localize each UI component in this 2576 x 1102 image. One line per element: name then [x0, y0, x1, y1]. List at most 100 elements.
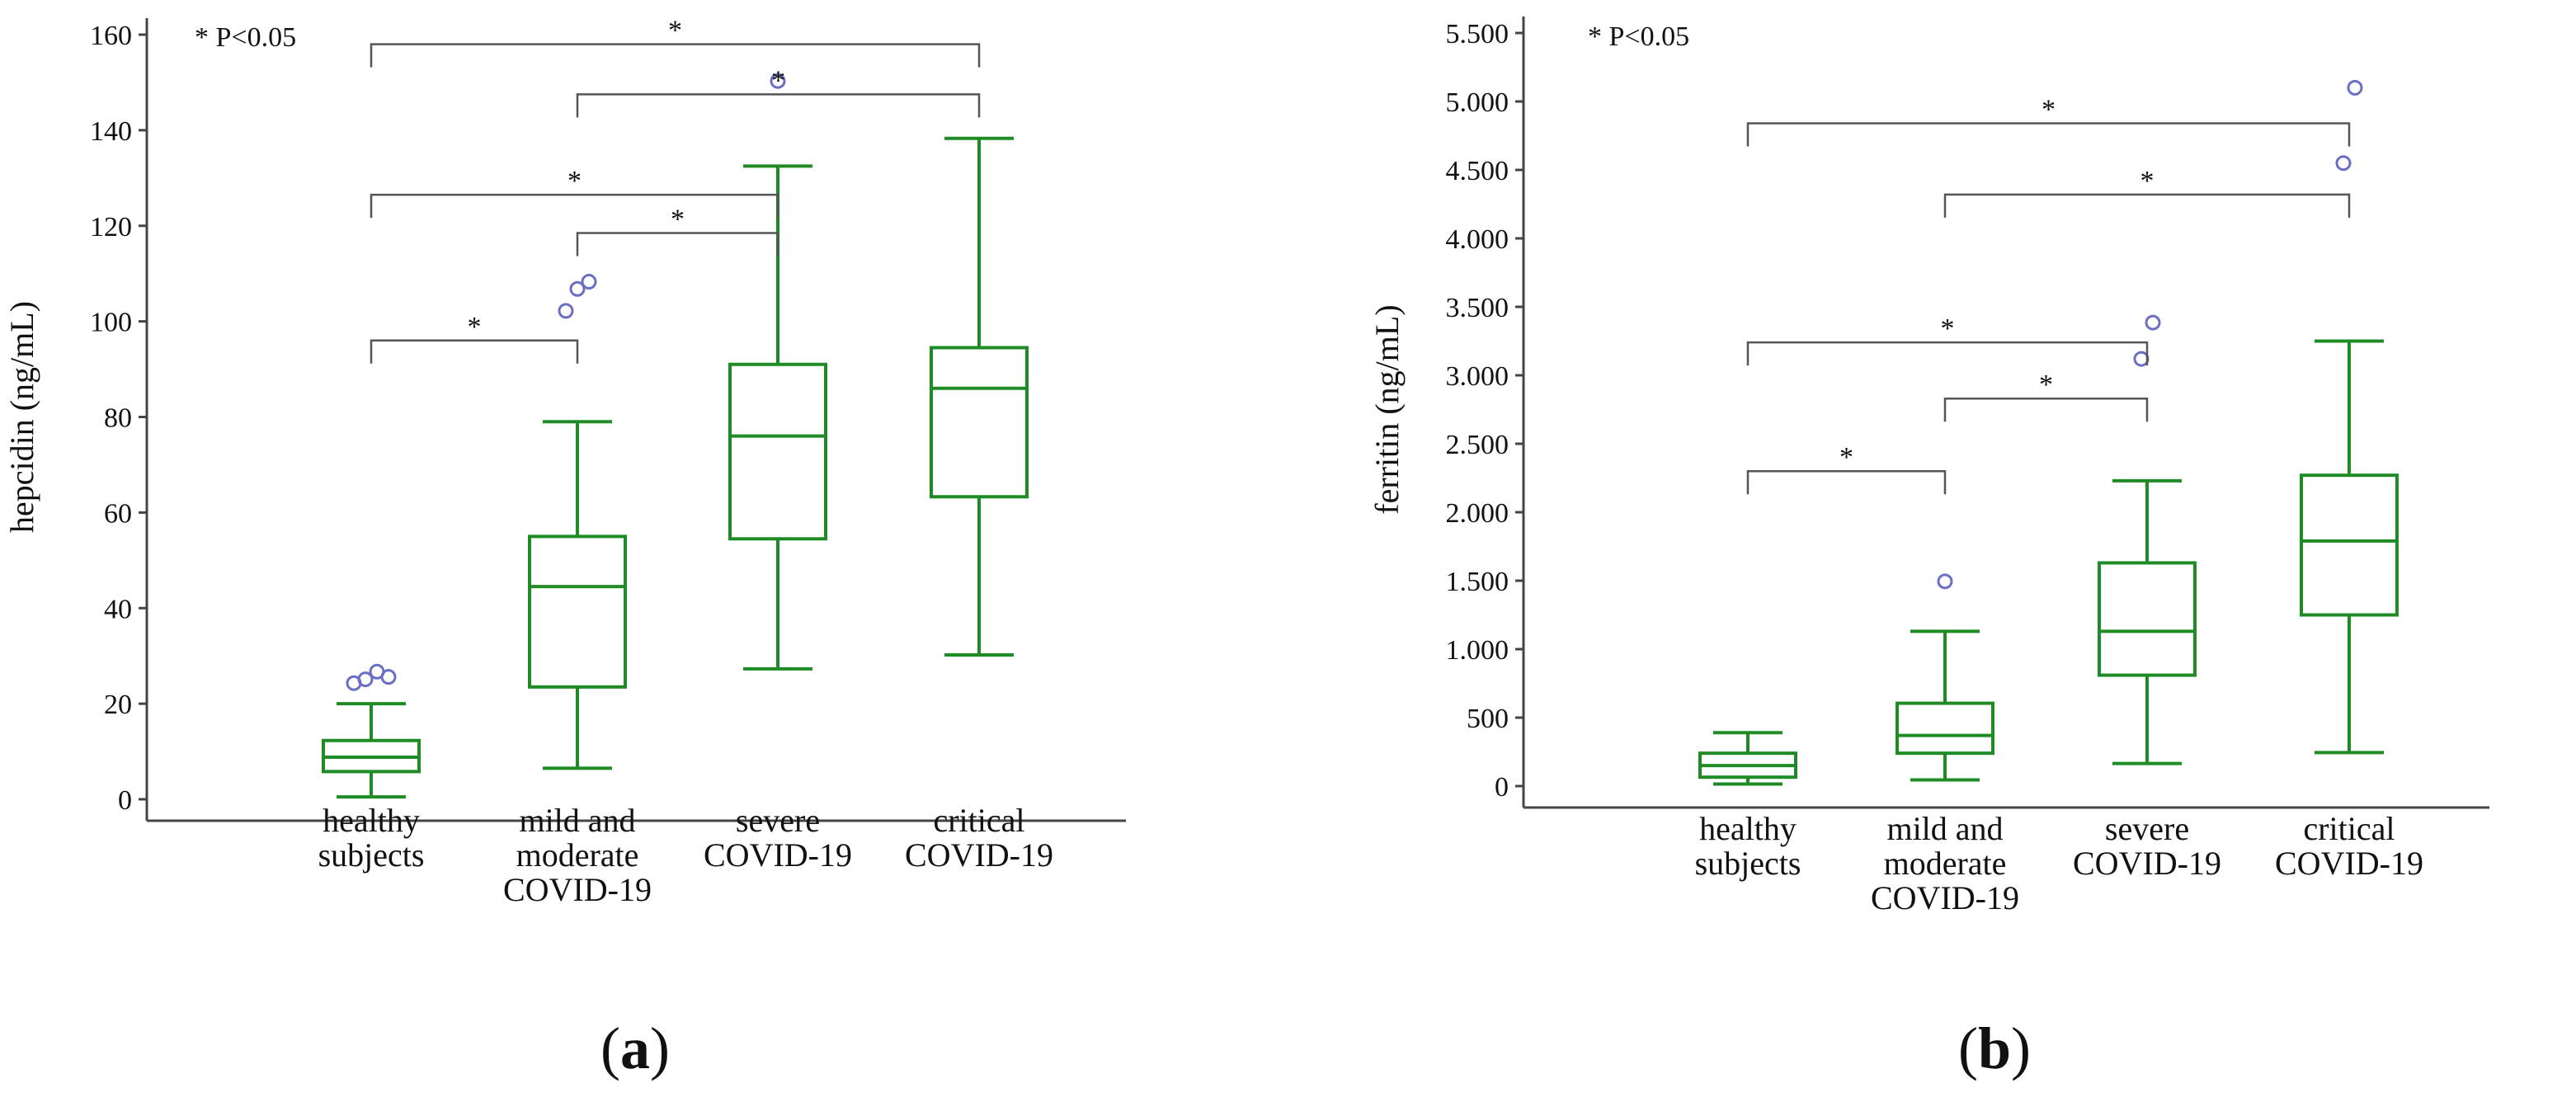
box-plot-0: [1698, 731, 1797, 786]
bracket-asterisk: *: [2140, 166, 2155, 196]
bracket-line: [1746, 469, 1947, 495]
box-plot-1: [1896, 573, 1994, 782]
box-plot-3: [2300, 79, 2399, 755]
panel-b-ferritin-chart: 05001.0001.5002.0002.5003.0003.5004.0004…: [1368, 16, 2489, 1081]
panel-a-hepcidin-chart: 0 20 40 60 80 100 120 140 160 hepcidin (ng/mL) * P…: [3, 16, 1126, 1081]
x-category-label: subjects: [1695, 845, 1801, 882]
panel-letter: b: [1978, 1015, 2011, 1081]
x-category-label: COVID-19: [2275, 845, 2423, 882]
bracket-line: [370, 193, 779, 219]
x-category-label: severe: [2105, 810, 2189, 847]
y-tick-label: 160: [90, 21, 132, 51]
bracket-asterisk: *: [468, 312, 482, 342]
x-category-label: severe: [736, 802, 820, 839]
significance-bracket: *: [1746, 95, 2351, 147]
iqr-box: [528, 535, 627, 689]
y-tick-label: 120: [90, 212, 132, 243]
y-tick-label: 3.000: [1446, 361, 1509, 392]
bracket-line: [1943, 397, 2149, 422]
box-plot-1: [528, 274, 627, 770]
y-tick-label: 5.500: [1446, 19, 1509, 49]
y-tick-label: 4.000: [1446, 224, 1509, 255]
box-plot-0: [322, 663, 421, 799]
bracket-line: [370, 43, 981, 68]
x-category-label: mild and: [519, 802, 635, 839]
y-tick-label: 500: [1467, 704, 1509, 734]
x-category-label: moderate: [516, 836, 639, 874]
significance-bracket: *: [1943, 166, 2351, 218]
y-tick-label: 3.500: [1446, 293, 1509, 323]
y-tick-label: 80: [104, 403, 132, 434]
y-tick-label: 140: [90, 116, 132, 147]
y-tick-label: 1.000: [1446, 635, 1509, 666]
outlier-point: [2133, 351, 2150, 367]
y-tick-label: 0: [1495, 772, 1509, 803]
bracket-asterisk: *: [567, 166, 582, 196]
y-tick-label: 5.000: [1446, 87, 1509, 118]
outlier-point: [558, 303, 574, 319]
x-category-label: healthy: [1699, 810, 1797, 847]
y-tick-label: 20: [104, 690, 132, 720]
outlier-point: [1937, 573, 1953, 590]
significance-bracket: *: [576, 65, 981, 118]
outlier-point: [2145, 314, 2161, 331]
bracket-asterisk: *: [1941, 313, 1955, 344]
x-category-label: moderate: [1884, 845, 2007, 882]
significance-bracket: *: [370, 312, 579, 364]
x-category-label: mild and: [1886, 810, 2003, 847]
bracket-line: [1746, 341, 2149, 366]
y-axis-label: ferritin (ng/mL): [1368, 304, 1406, 514]
x-category-label: COVID-19: [704, 836, 852, 874]
x-category-label: subjects: [318, 836, 425, 874]
iqr-box: [2300, 473, 2399, 617]
significance-bracket: *: [370, 16, 981, 68]
y-tick-label: 60: [104, 498, 132, 529]
outlier-point: [357, 671, 374, 688]
bracket-asterisk: *: [1839, 442, 1853, 473]
y-tick-label: 4.500: [1446, 156, 1509, 186]
outlier-point: [569, 280, 586, 297]
y-tick-label: 40: [104, 594, 132, 624]
significance-note: * P<0.05: [1588, 21, 1689, 52]
bracket-line: [370, 339, 579, 364]
significance-note: * P<0.05: [195, 22, 296, 53]
outlier-point: [581, 274, 597, 290]
x-category-label: critical: [2303, 810, 2395, 847]
outlier-point: [2347, 79, 2363, 96]
significance-bracket: *: [370, 166, 779, 219]
iqr-box: [930, 346, 1029, 499]
bracket-line: [576, 93, 981, 118]
y-tick-label: 1.500: [1446, 567, 1509, 597]
panel-letter: a: [620, 1015, 650, 1081]
bracket-asterisk: *: [2041, 95, 2056, 125]
outlier-point: [2335, 155, 2352, 172]
significance-bracket: *: [576, 204, 779, 257]
significance-bracket: *: [1943, 370, 2149, 422]
box-plot-2: [728, 73, 827, 671]
y-axis-label: hepcidin (ng/mL): [3, 301, 40, 533]
bracket-line: [576, 232, 779, 257]
bracket-asterisk: *: [668, 16, 682, 46]
x-category-label: critical: [933, 802, 1024, 839]
y-tick-label: 2.000: [1446, 498, 1509, 529]
iqr-box: [2098, 561, 2197, 677]
y-tick-label: 100: [90, 308, 132, 338]
x-category-label: COVID-19: [905, 836, 1053, 874]
bracket-asterisk: *: [771, 65, 785, 96]
box-plot-2: [2098, 314, 2197, 765]
significance-bracket: *: [1746, 313, 2149, 366]
box-plot-3: [930, 136, 1029, 657]
bracket-line: [1943, 193, 2351, 218]
outlier-point: [770, 73, 786, 89]
iqr-box: [1896, 701, 1994, 756]
outlier-point: [380, 669, 397, 685]
bracket-asterisk: *: [2039, 370, 2053, 400]
x-category-label: COVID-19: [503, 871, 652, 908]
x-category-label: COVID-19: [1871, 879, 2019, 916]
y-tick-label: 0: [118, 785, 132, 816]
bracket-asterisk: *: [671, 204, 685, 234]
x-category-label: COVID-19: [2073, 845, 2221, 882]
panel-label: (a): [600, 1015, 670, 1081]
